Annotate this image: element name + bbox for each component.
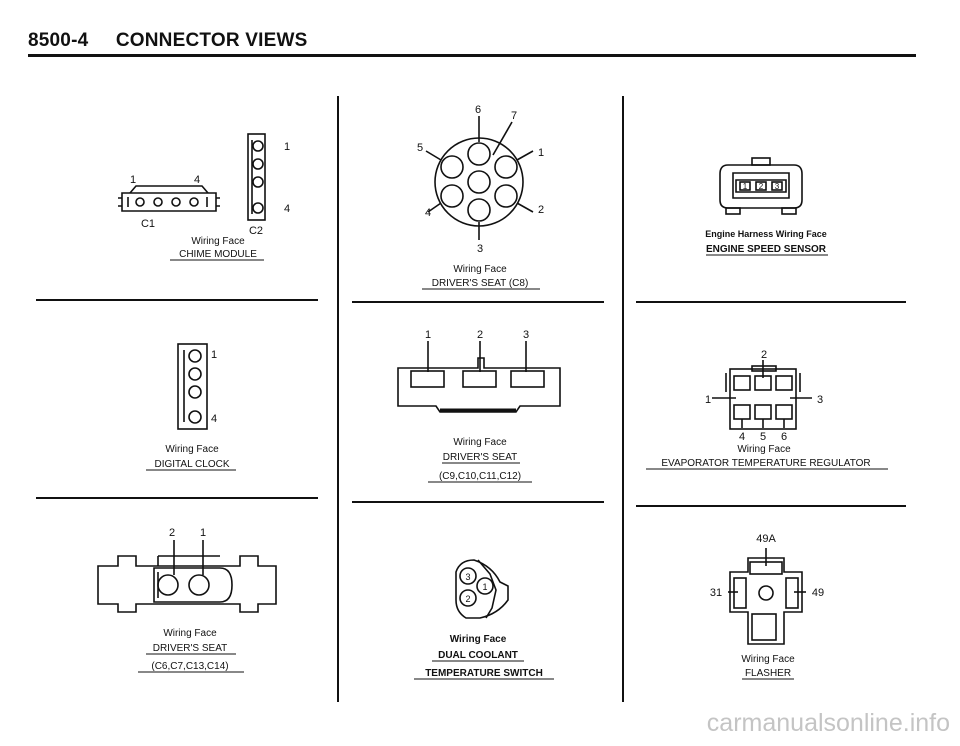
clock-wiring-face-label: Wiring Face	[165, 444, 219, 455]
grid-lines	[36, 96, 906, 702]
engine-speed-pin-2-label: 2	[759, 182, 764, 191]
coolant-pin-1-label: 1	[482, 582, 487, 592]
clock-pin-4-label: 4	[211, 413, 217, 425]
seat-c8-pin-3-label: 3	[477, 243, 483, 255]
seat-c9-pin-1-label: 1	[425, 329, 431, 341]
engine-speed-sensor-connector: 1 2 3 Engine Harness Wiring Face ENGINE …	[705, 157, 828, 256]
seat-c8-pin-4-label: 4	[425, 207, 431, 219]
watermark: carmanualsonline.info	[706, 709, 950, 737]
flasher-connector: 49A 31 49 Wiring Face FLASHER	[710, 533, 824, 680]
seat-c8-pin-5-label: 5	[417, 142, 423, 154]
seat-c6-pin-2-label: 2	[169, 527, 175, 539]
engine-speed-pin-1-label: 1	[743, 182, 748, 191]
digital-clock-title: DIGITAL CLOCK	[154, 459, 229, 470]
engine-speed-subtitle: Engine Harness Wiring Face	[705, 229, 826, 239]
chime-module-connector: 1 4 C1 1 4 C2 Wiring Face CHIME MODULE	[118, 133, 290, 261]
page-title: CONNECTOR VIEWS	[115, 30, 308, 51]
flasher-pin-49a-label: 49A	[756, 533, 776, 545]
seat-c9-connector: 1 2 3 Wiring Face DRIVER'S SEAT (C9,C10,…	[397, 329, 561, 483]
seat-c9-subtitle: (C9,C10,C11,C12)	[439, 471, 521, 482]
dual-coolant-switch-connector: 3 1 2 Wiring Face DUAL COOLANT TEMPERATU…	[414, 559, 554, 680]
chime-c2-connector	[247, 133, 266, 221]
evap-pin-5-label: 5	[760, 431, 766, 443]
evap-pin-6-label: 6	[781, 431, 787, 443]
seat-c8-pin-1-label: 1	[538, 147, 544, 159]
evap-pin-4-label: 4	[739, 431, 745, 443]
coolant-title-line-2: TEMPERATURE SWITCH	[425, 668, 543, 679]
engine-speed-title: ENGINE SPEED SENSOR	[706, 244, 827, 255]
evap-pin-3-label: 3	[817, 394, 823, 406]
seat-c6-title: DRIVER'S SEAT	[153, 643, 228, 654]
flasher-pin-31-label: 31	[710, 587, 722, 599]
seat-c8-pin-7-label: 7	[511, 110, 517, 122]
section-code: 8500-4	[28, 30, 89, 51]
seat-c9-wiring-face-label: Wiring Face	[453, 437, 507, 448]
coolant-pin-2-label: 2	[465, 594, 470, 604]
flasher-wiring-face-label: Wiring Face	[741, 654, 795, 665]
page-header: 8500-4 CONNECTOR VIEWS	[28, 30, 307, 52]
chime-c2-pin-1-label: 1	[284, 141, 290, 153]
seat-c8-wiring-face-label: Wiring Face	[453, 264, 507, 275]
chime-c1-label: C1	[141, 218, 155, 230]
chime-module-title: CHIME MODULE	[179, 249, 257, 260]
seat-c6-subtitle: (C6,C7,C13,C14)	[151, 661, 228, 672]
seat-c8-pin-6-label: 6	[475, 104, 481, 116]
flasher-title: FLASHER	[745, 668, 791, 679]
seat-c6-pin-1-label: 1	[200, 527, 206, 539]
chime-c1-pin-1-label: 1	[130, 174, 136, 186]
coolant-title-line-1: DUAL COOLANT	[438, 650, 518, 661]
chime-wiring-face-label: Wiring Face	[191, 236, 245, 247]
evap-pin-2-label: 2	[761, 349, 767, 361]
seat-c8-connector: 6 7 1 2 3 4 5 Wiring Face DRIVER'S SEAT …	[417, 104, 544, 290]
evap-pin-1-label: 1	[705, 394, 711, 406]
chime-c1-connector	[118, 185, 220, 212]
coolant-pin-3-label: 3	[465, 572, 470, 582]
chime-c2-pin-4-label: 4	[284, 203, 290, 215]
coolant-wiring-face-label: Wiring Face	[450, 634, 507, 645]
evaporator-regulator-connector: 2 1 3 4 5 6 Wiring Face EVAPORATOR TEMPE…	[646, 349, 888, 470]
seat-c9-pin-3-label: 3	[523, 329, 529, 341]
seat-c8-pin-2-label: 2	[538, 204, 544, 216]
seat-c6-connector: 2 1 Wiring Face DRIVER'S SEAT (C6,C7,C13…	[97, 527, 277, 673]
flasher-pin-49-label: 49	[812, 587, 824, 599]
engine-speed-pin-3-label: 3	[775, 182, 780, 191]
chime-c2-label: C2	[249, 225, 263, 237]
chime-c1-pin-4-label: 4	[194, 174, 200, 186]
evap-wiring-face-label: Wiring Face	[737, 444, 791, 455]
seat-c9-title: DRIVER'S SEAT	[443, 452, 518, 463]
header-rule	[28, 54, 916, 57]
digital-clock-connector: 1 4 Wiring Face DIGITAL CLOCK	[146, 343, 236, 471]
clock-pin-1-label: 1	[211, 349, 217, 361]
seat-c8-title: DRIVER'S SEAT (C8)	[432, 278, 529, 289]
evap-title: EVAPORATOR TEMPERATURE REGULATOR	[661, 458, 870, 469]
seat-c9-pin-2-label: 2	[477, 329, 483, 341]
seat-c6-wiring-face-label: Wiring Face	[163, 628, 217, 639]
